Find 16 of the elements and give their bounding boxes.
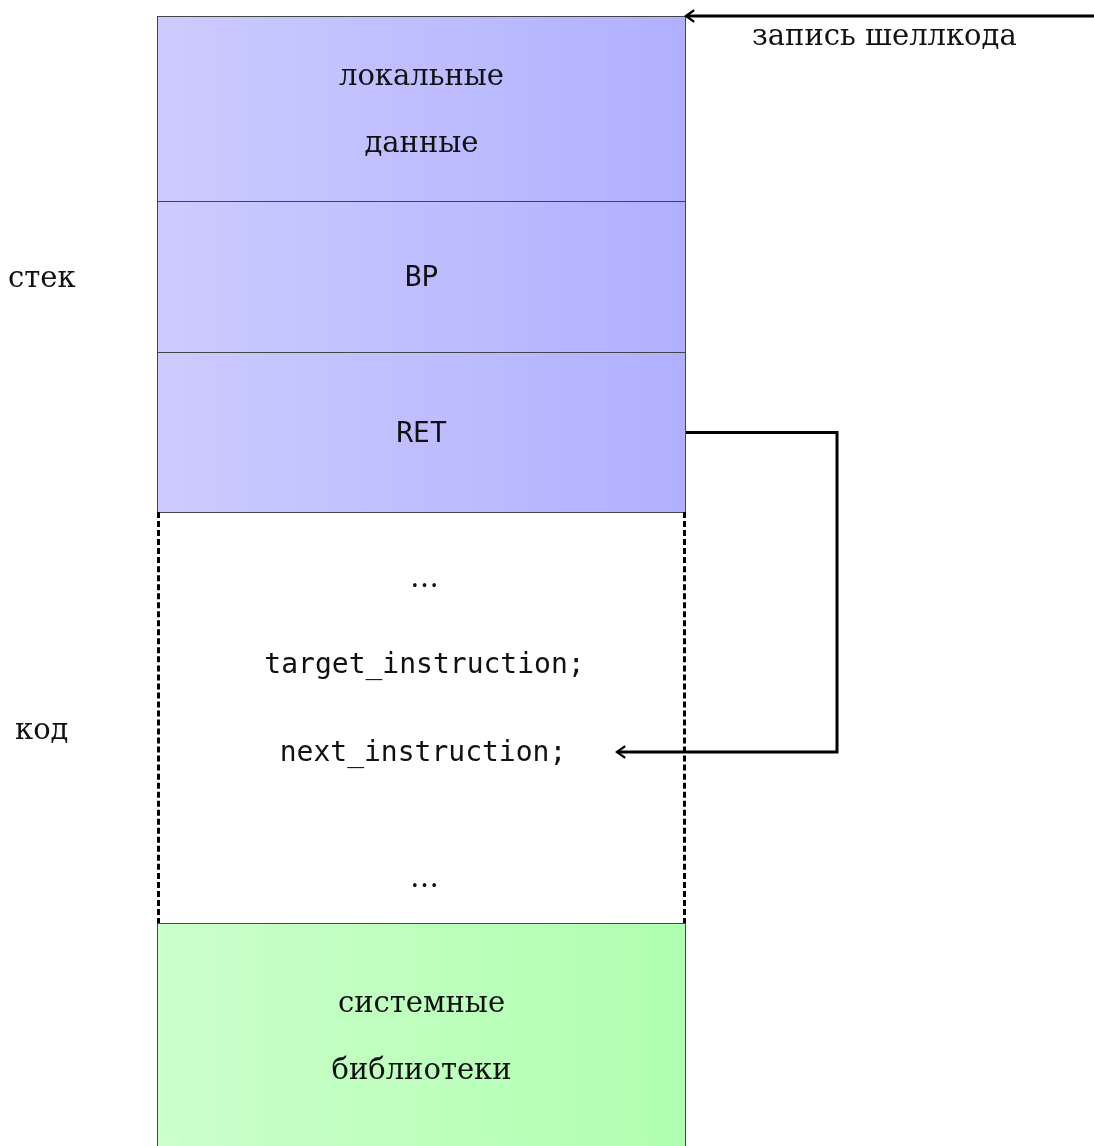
memory-block: [157, 201, 686, 353]
ellipsis: …: [160, 857, 689, 897]
code-line: next_instruction;: [229, 732, 617, 772]
memory-block: [157, 352, 686, 513]
arrow: [684, 9, 1094, 23]
arrow: [615, 431, 839, 759]
block-label: локальные данные: [337, 57, 506, 161]
block-label: RET: [396, 415, 447, 450]
code-line: target_instruction;: [160, 644, 689, 684]
memory-block: [157, 16, 686, 202]
side-label: код: [15, 712, 69, 746]
side-label: стек: [8, 260, 76, 294]
block-label: BP: [404, 260, 439, 294]
memory-block: [157, 923, 686, 1146]
block-label: системные библиотеки: [330, 984, 513, 1088]
ellipsis: …: [160, 557, 689, 597]
